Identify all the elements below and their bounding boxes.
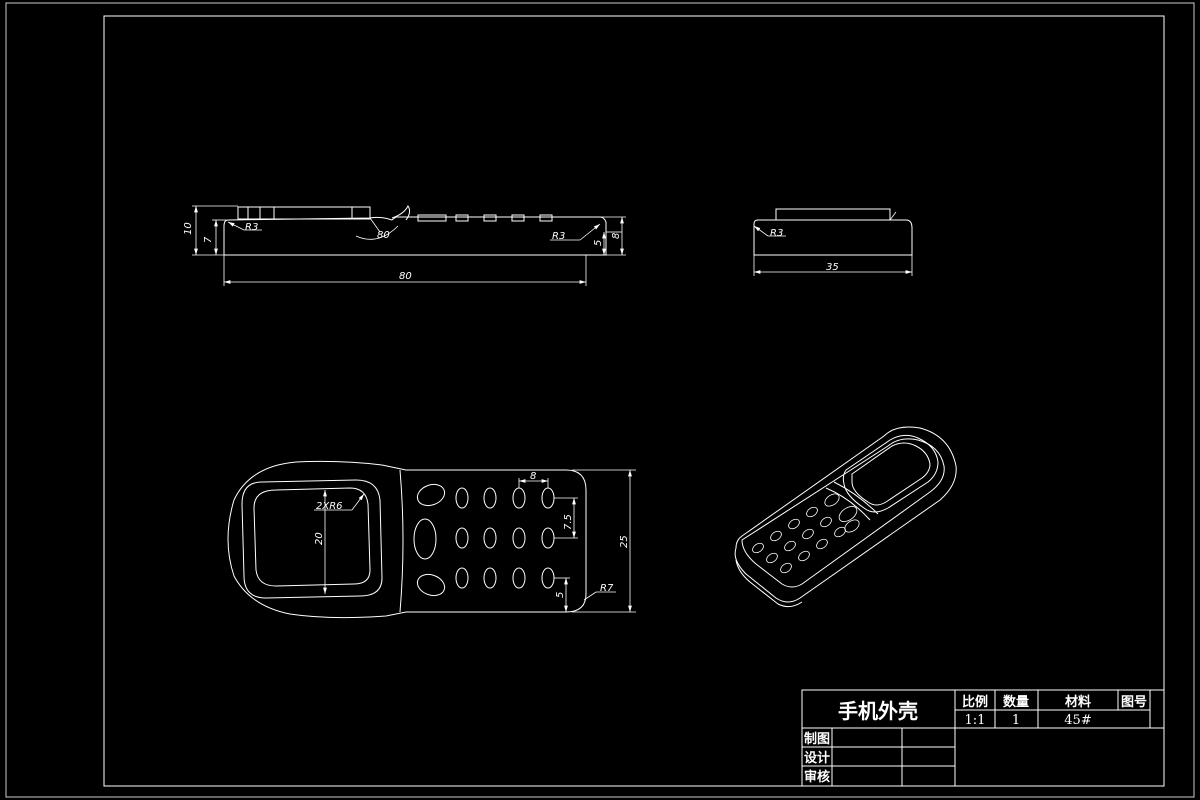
dim-80: 80 <box>399 271 412 282</box>
dim-35: 35 <box>826 262 839 273</box>
material-label: 材料 <box>1065 694 1091 710</box>
dim-r3-side: R3 <box>770 228 783 239</box>
dim-2xr6: 2XR6 <box>316 501 343 512</box>
dim-angle-80: 80 <box>377 230 390 241</box>
scale-label: 比例 <box>962 694 988 710</box>
dim-5: 5 <box>593 240 604 246</box>
outer-border <box>5 2 1195 798</box>
role-reviewer: 审核 <box>804 769 830 785</box>
title-block: 手机外壳 比例 数量 材料 图号 1:1 1 45# 制图 设计 审核 <box>801 689 1165 787</box>
dim-8: 8 <box>611 233 622 239</box>
dim-5-top: 5 <box>555 592 566 598</box>
iso-keys <box>752 493 860 574</box>
role-designer: 设计 <box>804 750 830 766</box>
key-grid <box>455 487 555 589</box>
top-view: 20 2XR6 8 7.5 <box>227 460 636 619</box>
isometric-view <box>734 426 957 608</box>
qty-label: 数量 <box>1003 694 1029 710</box>
role-drafter: 制图 <box>804 731 830 747</box>
material-value: 45# <box>1064 713 1091 728</box>
qty-value: 1 <box>1012 713 1020 728</box>
dim-r7: R7 <box>600 583 614 594</box>
inner-frame <box>103 15 1165 787</box>
dim-25: 25 <box>619 535 630 548</box>
title-text: 手机外壳 <box>838 699 918 723</box>
dim-7: 7 <box>203 236 214 243</box>
dim-r3-right: R3 <box>552 231 565 242</box>
dim-10: 10 <box>183 222 194 235</box>
dim-8-top: 8 <box>530 471 536 482</box>
dim-20: 20 <box>314 532 325 545</box>
front-view: 10 7 R3 80 R3 5 8 80 <box>183 205 626 286</box>
side-view: R3 35 <box>753 208 913 276</box>
dim-7-5: 7.5 <box>563 514 574 530</box>
drawing-no-label: 图号 <box>1121 695 1147 710</box>
scale-value: 1:1 <box>965 713 986 728</box>
dim-r3-left: R3 <box>245 222 258 233</box>
